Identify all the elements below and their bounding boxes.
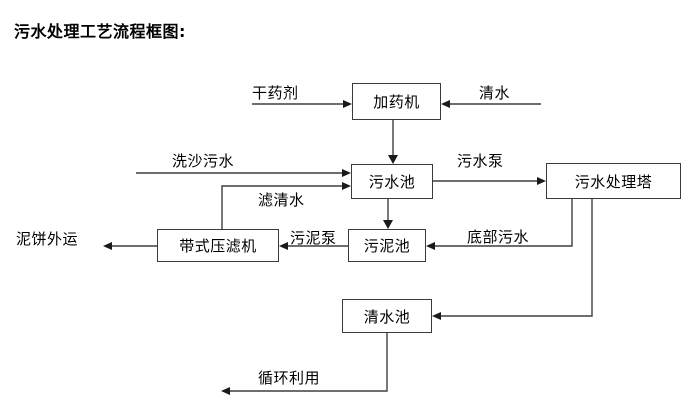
node-label: 加药机: [373, 93, 420, 111]
label-bottom-sewage: 底部污水: [467, 228, 530, 246]
label-clean-water-inlet: 清水: [479, 84, 511, 102]
node-label: 带式压滤机: [179, 237, 257, 255]
node-sewage-pool[interactable]: 污水池: [351, 164, 433, 199]
node-label: 污泥池: [363, 237, 411, 255]
node-clear-water-pool[interactable]: 清水池: [342, 299, 432, 333]
node-label: 污水处理塔: [574, 172, 653, 191]
label-recycle-reuse: 循环利用: [258, 369, 321, 387]
label-sand-washing-wastewater: 洗沙污水: [172, 152, 235, 170]
node-label: 污水池: [368, 173, 416, 191]
label-mudcake-transport-out: 泥饼外运: [16, 230, 79, 248]
label-dry-chemical: 干药剂: [252, 84, 299, 102]
node-dosing-machine[interactable]: 加药机: [352, 83, 441, 120]
node-sewage-treatment-tower[interactable]: 污水处理塔: [546, 163, 681, 199]
node-label: 清水池: [363, 307, 411, 326]
label-filtrate-water: 滤清水: [258, 191, 305, 209]
label-sludge-pump: 污泥泵: [290, 229, 337, 247]
page-title: 污水处理工艺流程框图:: [14, 22, 186, 41]
node-sludge-pool[interactable]: 污泥池: [348, 229, 426, 262]
node-belt-filter-press[interactable]: 带式压滤机: [157, 229, 279, 262]
label-sewage-pump: 污水泵: [457, 152, 504, 170]
